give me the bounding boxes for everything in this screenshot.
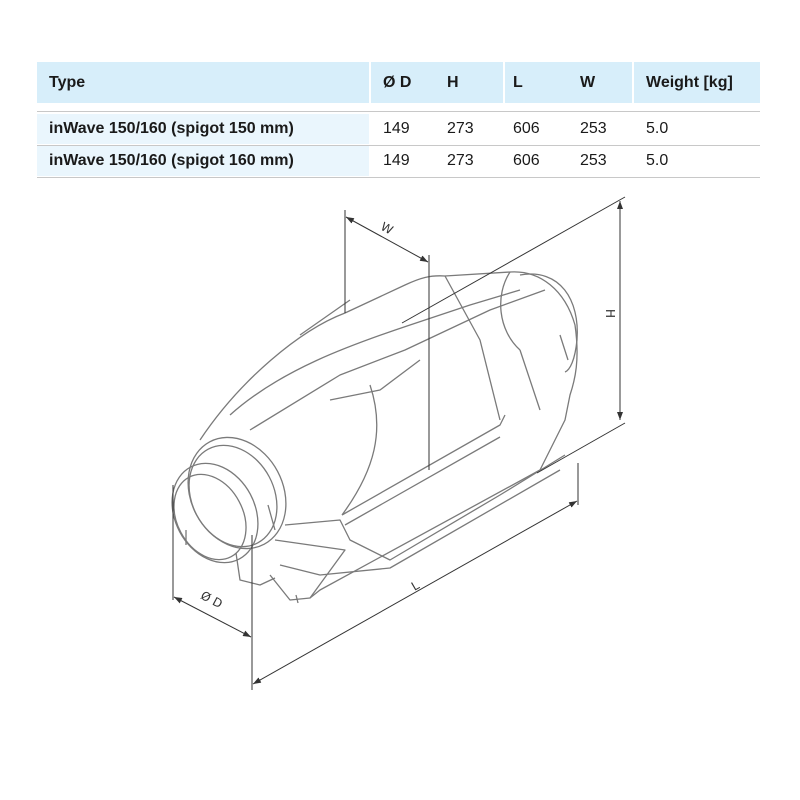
fan-body [171, 271, 578, 604]
row2-l: 606 [513, 152, 540, 169]
row1-l: 606 [513, 120, 540, 137]
row1-h: 273 [447, 120, 474, 137]
header-w: W [580, 73, 596, 91]
row2-w: 253 [580, 152, 607, 169]
header-l: L [513, 73, 523, 91]
row2-weight: 5.0 [646, 152, 669, 169]
row1-type: inWave 150/160 (spigot 150 mm) [37, 114, 369, 144]
header-diameter: Ø D [383, 73, 412, 91]
row2-h: 273 [447, 152, 474, 169]
row1-w: 253 [580, 120, 607, 137]
label-l: L [409, 578, 422, 594]
label-w: W [378, 219, 395, 237]
dimension-lines [172, 196, 626, 690]
row1-weight: 5.0 [646, 120, 669, 137]
header-weight: Weight [kg] [646, 73, 733, 91]
row2-type: inWave 150/160 (spigot 160 mm) [37, 146, 369, 176]
header-h: H [447, 73, 459, 91]
divider [37, 145, 760, 146]
row2-diameter: 149 [383, 152, 410, 169]
header-bg-weight [634, 62, 760, 103]
header-bg-dims [371, 62, 503, 103]
label-h: H [603, 309, 617, 318]
label-d: Ø D [198, 588, 224, 611]
row1-diameter: 149 [383, 120, 410, 137]
divider [37, 111, 760, 112]
divider [37, 177, 760, 178]
header-bg-l [505, 62, 632, 103]
header-type: Type [37, 62, 369, 103]
